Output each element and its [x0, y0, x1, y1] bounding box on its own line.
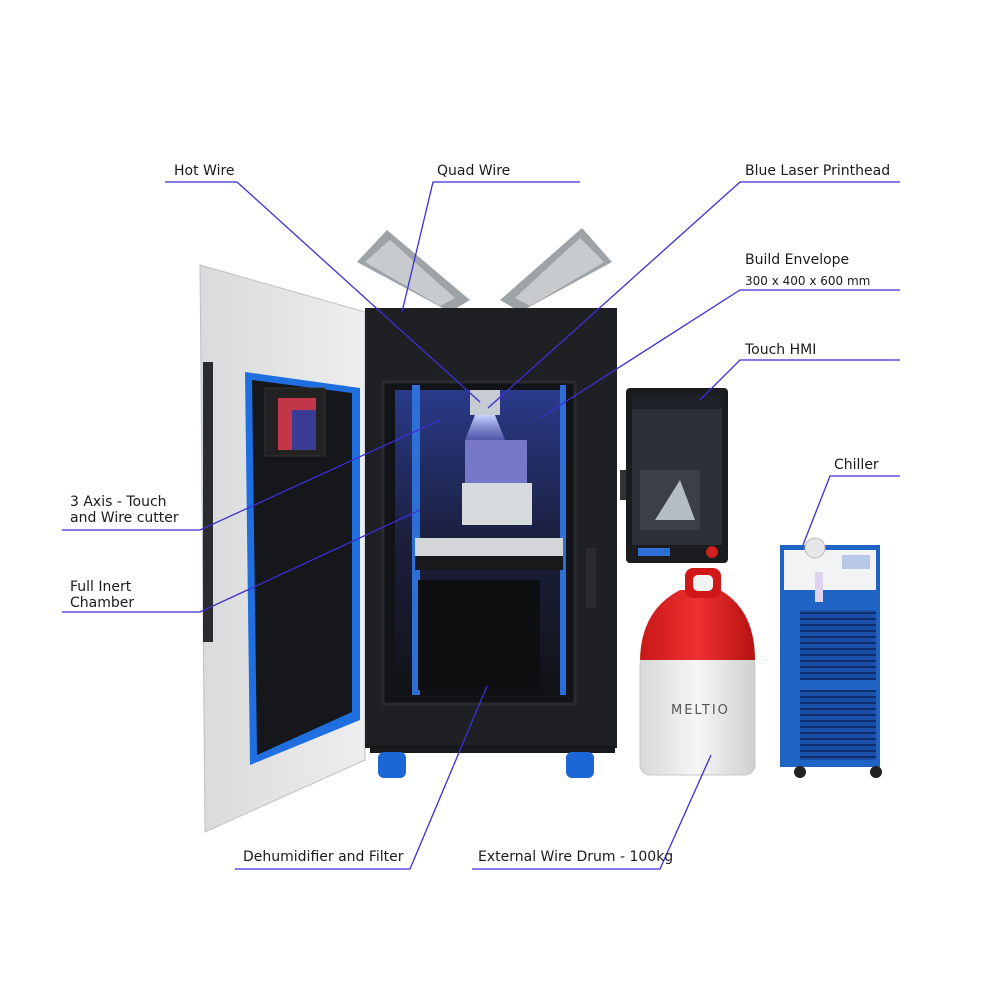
leader-blue-laser [487, 181, 900, 409]
machine-door [199, 264, 383, 833]
leader-3-axis [62, 419, 441, 531]
leader-hot-wire [165, 181, 481, 403]
label-build-envelope: Build Envelope [745, 252, 850, 268]
label-build-envelope-size: 300 x 400 x 600 mm [745, 274, 871, 288]
label-dehumidifier-and-filter: Dehumidifier and Filter [243, 849, 404, 865]
label-blue-laser-printhead: Blue Laser Printhead [745, 163, 891, 179]
label-3-axis-line2: and Wire cutter [70, 510, 179, 526]
machine-body [365, 308, 617, 778]
leader-wire-drum [472, 754, 712, 870]
leader-chiller [802, 475, 900, 546]
drum-brand-logo: MELTIO [671, 703, 730, 718]
leader-build-envelope [539, 289, 900, 419]
chiller-unit [780, 537, 882, 778]
label-hot-wire: Hot Wire [174, 163, 235, 179]
label-chiller: Chiller [834, 457, 879, 473]
touch-hmi-screen [620, 388, 728, 563]
label-3-axis-line1: 3 Axis - Touch [70, 494, 167, 510]
wire-drum [639, 568, 756, 776]
leader-lines [62, 181, 900, 870]
label-full-inert-line2: Chamber [70, 595, 135, 611]
label-touch-hmi: Touch HMI [745, 342, 817, 358]
leader-full-inert [62, 509, 421, 613]
leader-dehumidifier [235, 685, 488, 870]
quad-wire-feeders [357, 228, 612, 312]
label-external-wire-drum: External Wire Drum - 100kg [478, 849, 674, 865]
leader-quad-wire [401, 181, 580, 313]
label-full-inert-line1: Full Inert [70, 579, 132, 595]
label-quad-wire: Quad Wire [437, 163, 511, 179]
leader-touch-hmi [699, 359, 900, 401]
